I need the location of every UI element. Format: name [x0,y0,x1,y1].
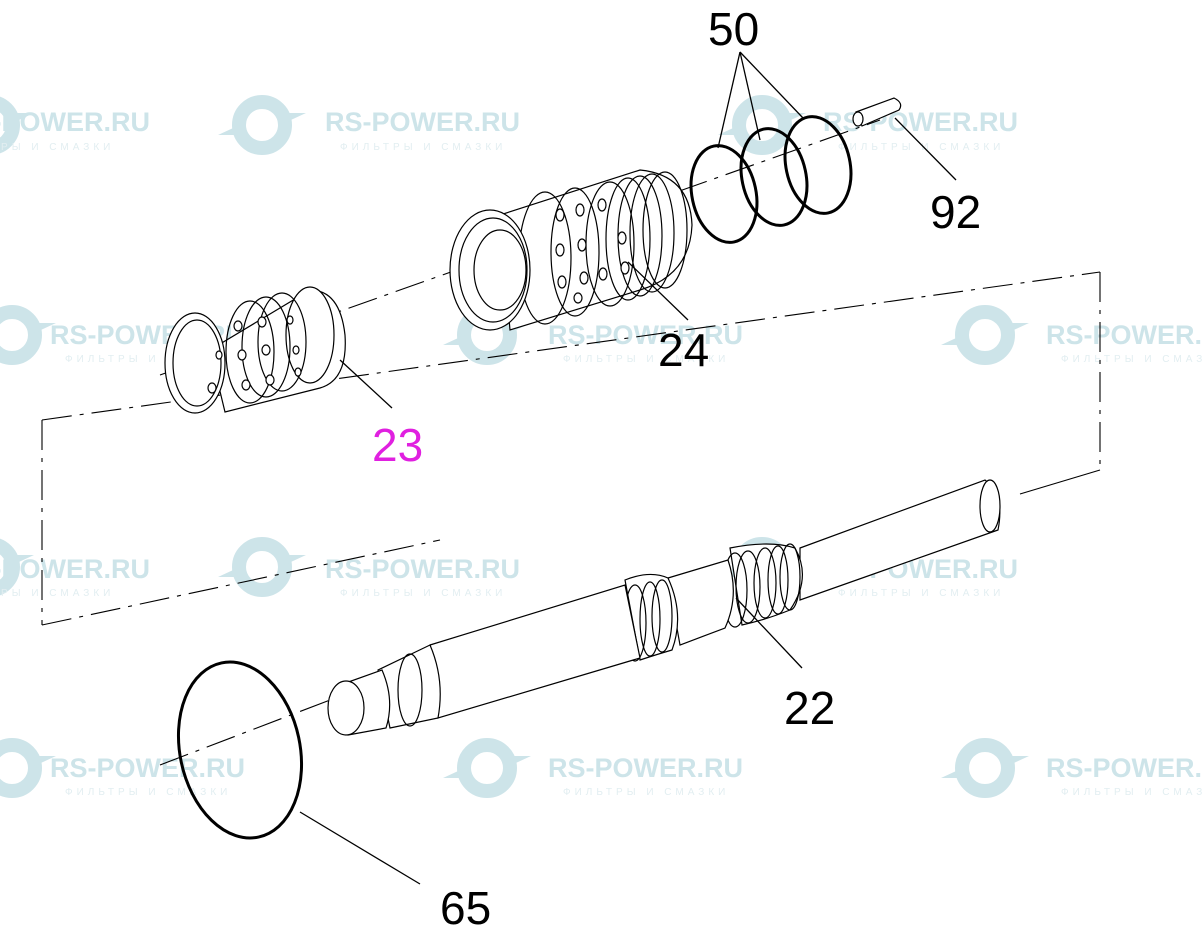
callout-label-92: 92 [930,186,981,238]
sleeve-ported-part [449,169,693,331]
watermark-text: RS-POWER.RU [548,753,743,783]
watermark-subtext: ФИЛЬТРЫ И СМАЗКИ [563,787,729,798]
o-ring-large-part [176,660,304,840]
watermark-text: RS-POWER.RU [50,753,245,783]
watermark-subtext: ФИЛЬТРЫ И СМАЗКИ [1061,354,1203,365]
watermark-subtext: ФИЛЬТРЫ И СМАЗКИ [0,588,114,599]
watermark-text: RS-POWER.RU [1046,753,1203,783]
watermark-subtext: ФИЛЬТРЫ И СМАЗКИ [65,787,231,798]
sleeve-small-part [164,286,346,414]
shaft-part [327,479,1001,736]
callout-label-22: 22 [784,682,835,734]
watermark-subtext: ФИЛЬТРЫ И СМАЗКИ [1061,787,1203,798]
watermark-subtext: ФИЛЬТРЫ И СМАЗКИ [838,142,1004,153]
watermark-subtext: ФИЛЬТРЫ И СМАЗКИ [340,588,506,599]
watermark-text: RS-POWER.RU [0,107,150,137]
watermark-text: RS-POWER.RU [548,320,743,350]
watermark-subtext: ФИЛЬТРЫ И СМАЗКИ [0,142,114,153]
callout-label-50: 50 [708,3,759,55]
pin-part [852,97,902,127]
callout-label-24: 24 [658,324,709,376]
watermark-text: RS-POWER.RU [823,107,1018,137]
watermark-text: RS-POWER.RU [1046,320,1203,350]
watermark-subtext: ФИЛЬТРЫ И СМАЗКИ [340,142,506,153]
callout-label-23: 23 [372,419,423,471]
watermark-text: RS-POWER.RU [325,554,520,584]
watermark-text: RS-POWER.RU [325,107,520,137]
o-rings-part [689,115,853,244]
watermark-subtext: ФИЛЬТРЫ И СМАЗКИ [563,354,729,365]
watermark-subtext: ФИЛЬТРЫ И СМАЗКИ [838,588,1004,599]
leader-lines [299,51,957,885]
watermark-subtext: ФИЛЬТРЫ И СМАЗКИ [65,354,231,365]
callout-label-65: 65 [440,882,491,934]
watermark-text: RS-POWER.RU [0,554,150,584]
